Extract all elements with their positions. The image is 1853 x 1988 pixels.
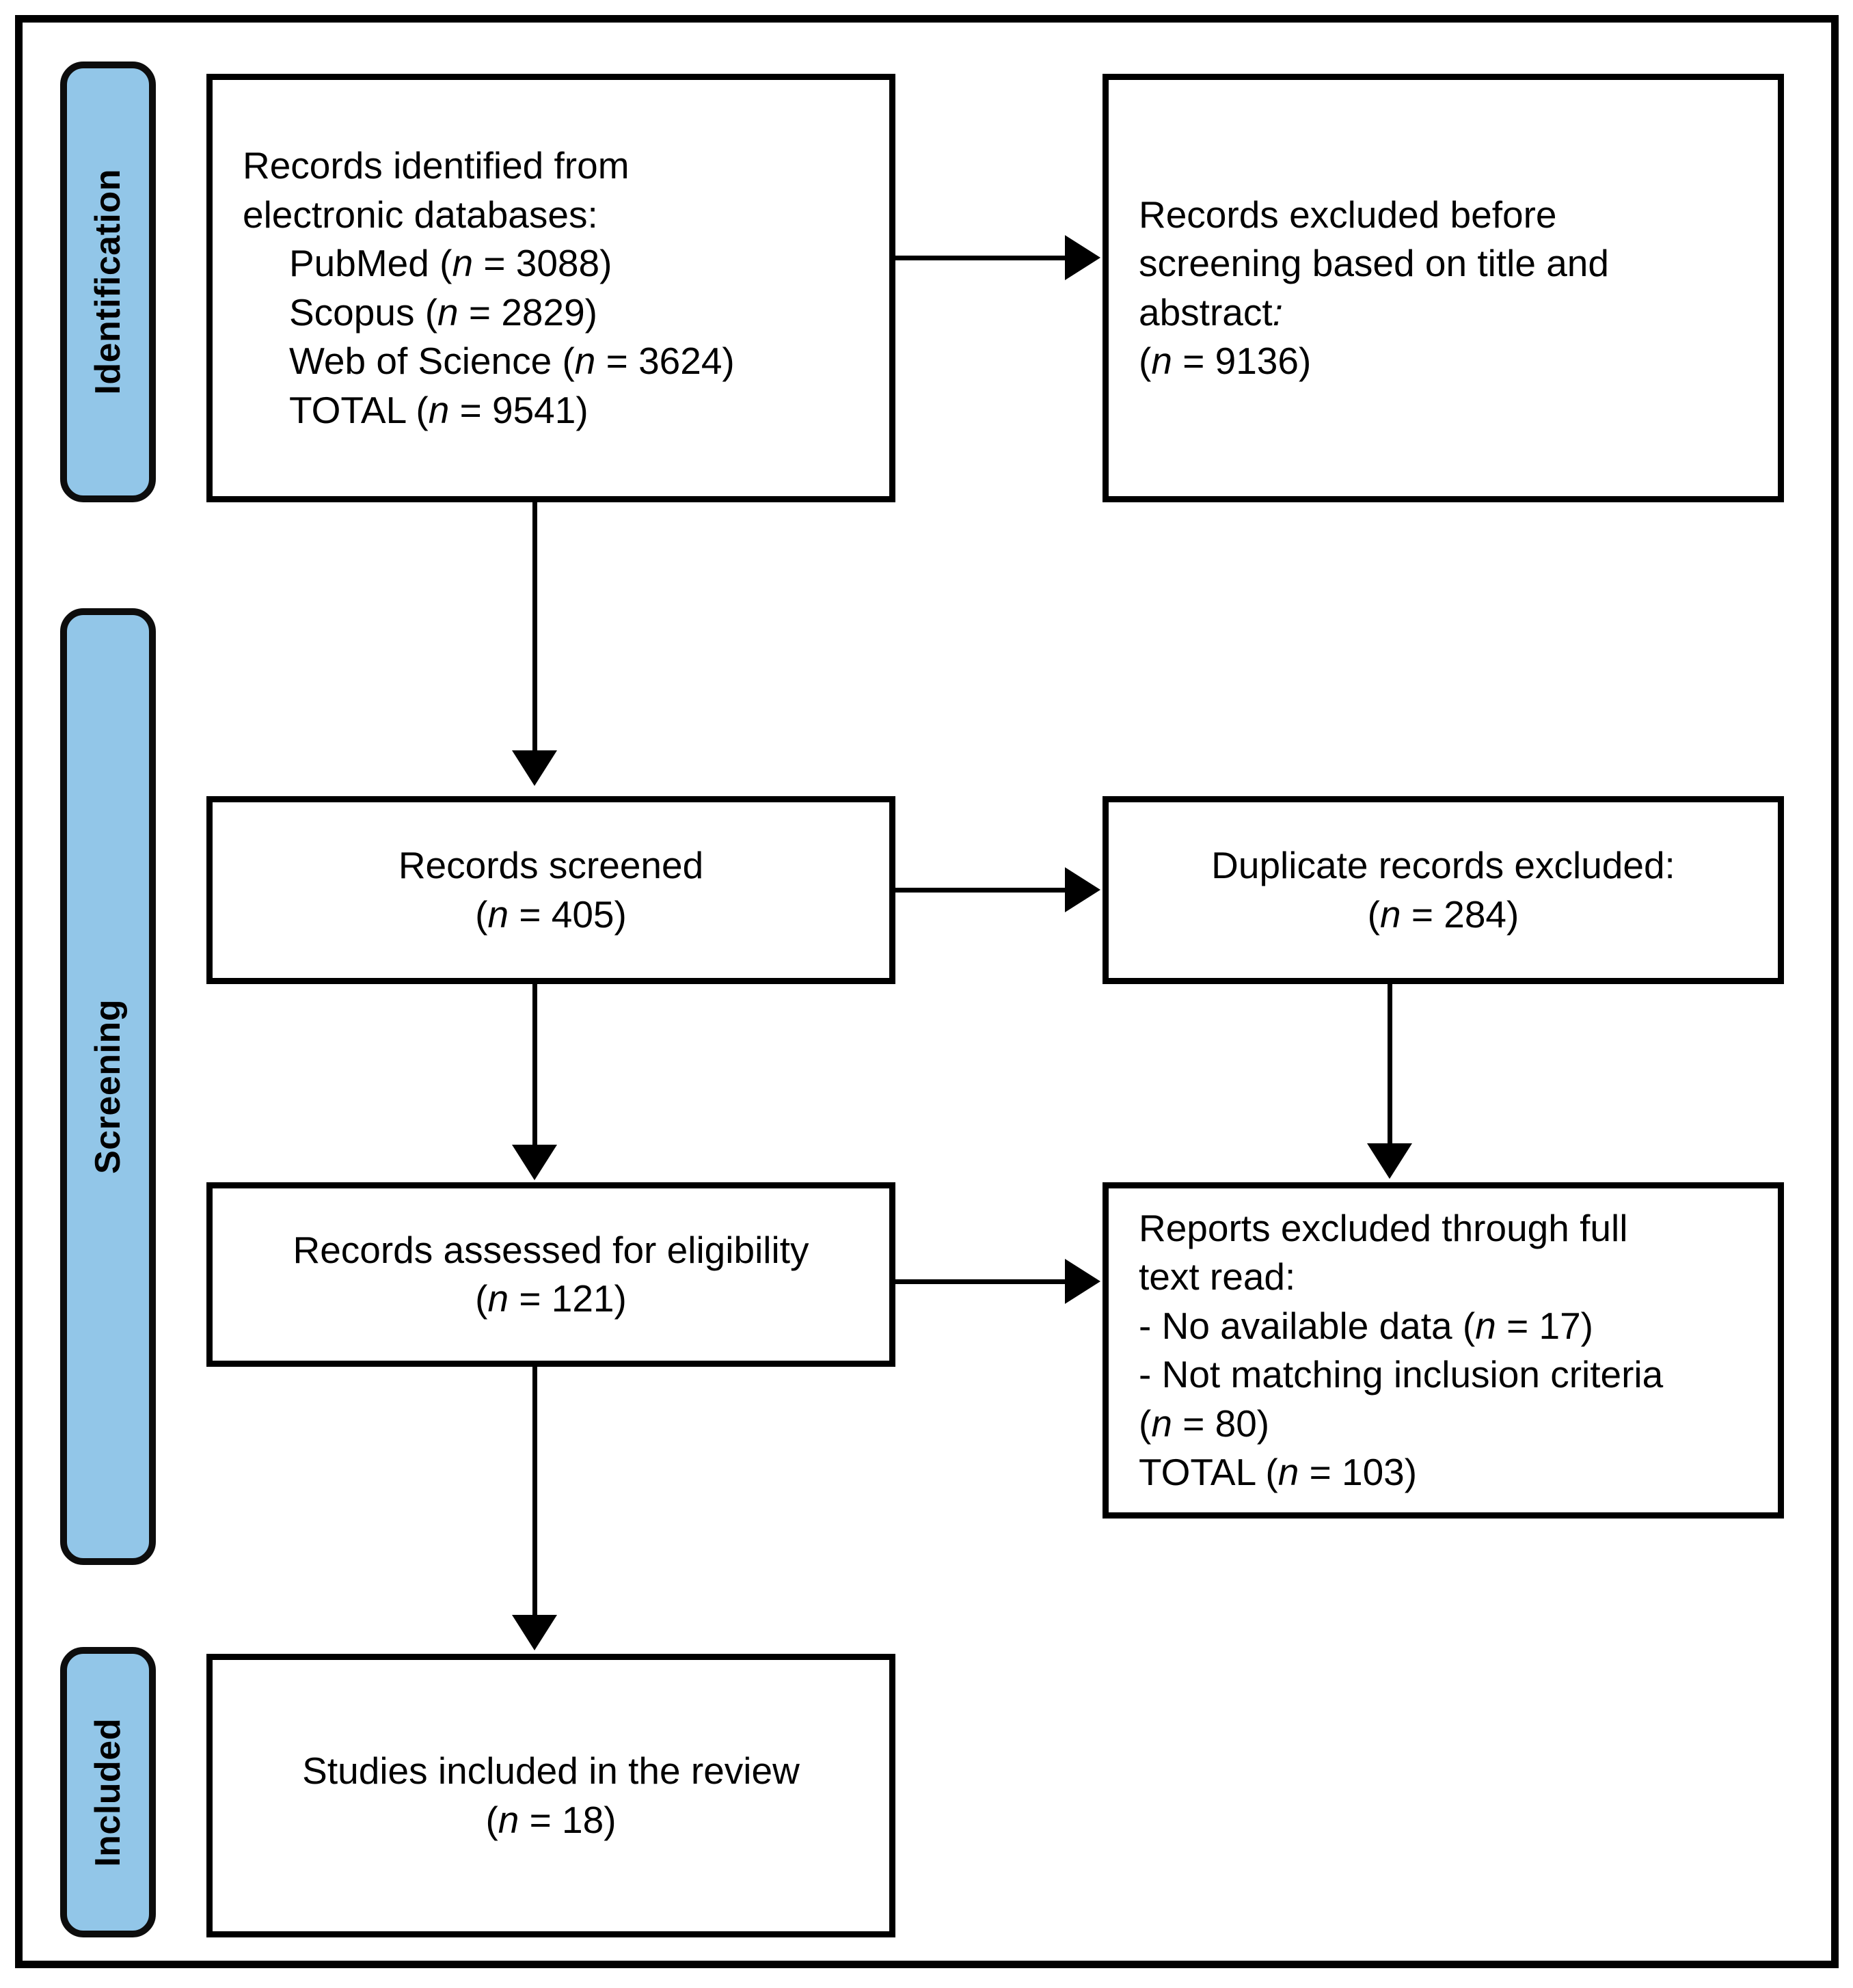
arrowhead-down-icon [1367,1143,1412,1179]
included-line1: Studies included in the review [302,1749,800,1792]
italic-n: n [428,388,450,431]
arrowhead-down-icon [512,1615,557,1650]
excluded-before-line2: screening based on title and [1139,242,1609,284]
arrowhead-right-icon [1065,867,1100,912]
fulltext-line2: text read: [1139,1255,1296,1298]
italic-n: n [1379,893,1401,936]
screened-line1: Records screened [398,844,704,886]
identified-line1: Records identified from [243,144,630,187]
identified-source-scopus: Scopus (n = 2829) [289,290,597,333]
connector-line [895,256,1066,260]
identified-source-wos: Web of Science (n = 3624) [289,340,735,382]
italic-n: n [487,893,509,936]
box-records-identified-text: Records identified from electronic datab… [213,141,889,435]
box-records-assessed-eligibility: Records assessed for eligibility (n = 12… [206,1182,895,1367]
box-studies-included-review-text: Studies included in the review (n = 18) [213,1747,889,1844]
arrowhead-right-icon [1065,1259,1100,1304]
italic-n: n [1151,340,1172,382]
connector-line [532,502,537,754]
fulltext-reason-no-data: - No available data (n = 17) [1139,1304,1593,1347]
excluded-before-line1: Records excluded before [1139,193,1557,236]
italic-n: n [1277,1451,1299,1493]
box-records-assessed-eligibility-text: Records assessed for eligibility (n = 12… [213,1226,889,1324]
identified-source-pubmed: PubMed (n = 3088) [289,242,612,284]
excluded-before-count: (n = 9136) [1139,340,1312,382]
italic-n: n [452,242,474,284]
stage-label-screening: Screening [88,999,128,1174]
stage-bar-included: Included [60,1647,156,1937]
screened-count: (n = 405) [475,893,627,936]
arrowhead-down-icon [512,1145,557,1180]
included-count: (n = 18) [485,1798,617,1841]
box-duplicate-records-excluded-text: Duplicate records excluded: (n = 284) [1109,841,1778,939]
fulltext-reason-not-matching-count: (n = 80) [1139,1402,1270,1445]
fulltext-reason-not-matching: - Not matching inclusion criteria [1139,1353,1664,1395]
box-records-excluded-before-screening-text: Records excluded before screening based … [1109,191,1778,386]
arrowhead-down-icon [512,750,557,786]
arrowhead-right-icon [1065,235,1100,280]
connector-line [1388,984,1392,1147]
box-studies-included-review: Studies included in the review (n = 18) [206,1654,895,1937]
box-records-screened: Records screened (n = 405) [206,796,895,984]
connector-line [895,1279,1066,1284]
connector-line [895,888,1066,893]
excluded-before-line3: abstract [1139,290,1273,333]
box-reports-excluded-full-text: Reports excluded through full text read:… [1103,1182,1784,1519]
fulltext-total: TOTAL (n = 103) [1139,1451,1418,1493]
duplicates-count: (n = 284) [1367,893,1519,936]
stage-bar-identification: Identification [60,62,156,502]
box-records-excluded-before-screening: Records excluded before screening based … [1103,74,1784,502]
connector-line [532,1367,537,1618]
fulltext-line1: Reports excluded through full [1139,1206,1628,1249]
box-duplicate-records-excluded: Duplicate records excluded: (n = 284) [1103,796,1784,984]
italic-n: n [574,340,596,382]
stage-label-included: Included [88,1717,128,1867]
italic-n: n [1475,1304,1496,1347]
stage-label-identification: Identification [88,169,128,395]
italic-n: n [487,1277,509,1320]
duplicates-line1: Duplicate records excluded: [1211,844,1675,886]
stage-bar-screening: Screening [60,608,156,1565]
italic-n: n [437,290,459,333]
box-records-screened-text: Records screened (n = 405) [213,841,889,939]
box-records-identified: Records identified from electronic datab… [206,74,895,502]
italic-n: n [1151,1402,1172,1445]
eligibility-line1: Records assessed for eligibility [293,1228,809,1271]
excluded-before-colon: : [1272,290,1283,333]
identified-line2: electronic databases: [243,193,598,236]
italic-n: n [498,1798,519,1841]
box-reports-excluded-full-text-text: Reports excluded through full text read:… [1109,1204,1778,1497]
eligibility-count: (n = 121) [475,1277,627,1320]
connector-line [532,984,537,1148]
identified-total: TOTAL (n = 9541) [289,388,589,431]
